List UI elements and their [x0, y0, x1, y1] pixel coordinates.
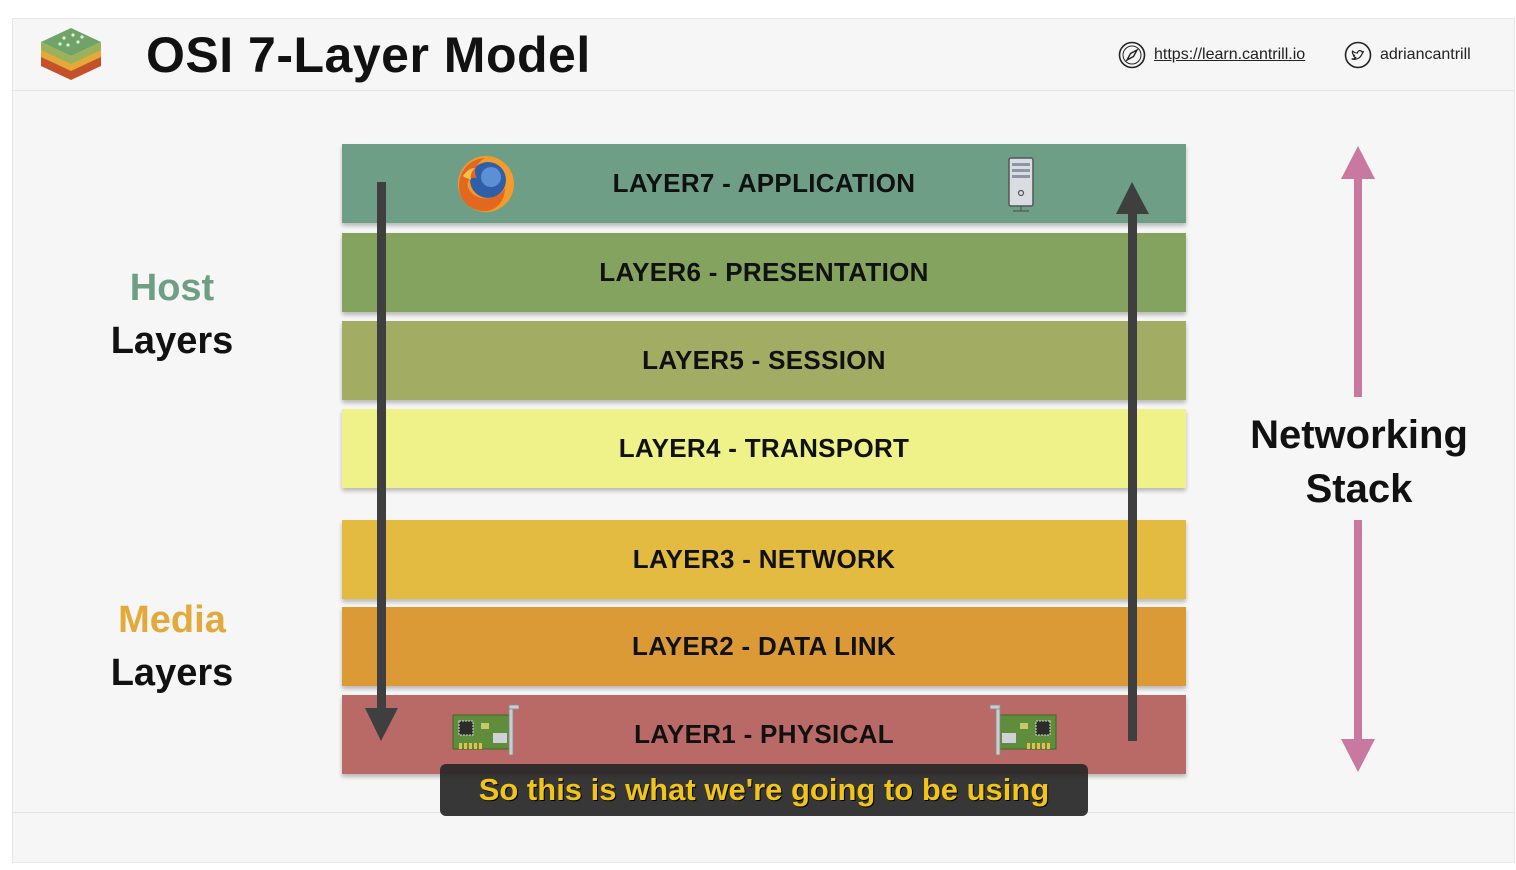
- video-caption: So this is what we're going to be using: [440, 764, 1088, 816]
- network-card-icon-right: [990, 704, 1057, 756]
- layer6-label: LAYER6 - PRESENTATION: [599, 257, 929, 287]
- slide-header: [12, 18, 1515, 91]
- layer7-label: LAYER7 - APPLICATION: [612, 168, 916, 198]
- host-label: Host: [129, 267, 215, 309]
- compass-icon: [1118, 41, 1146, 69]
- media-label: Media: [118, 599, 226, 641]
- layers-logo-icon: [41, 28, 101, 80]
- page-title: OSI 7-Layer Model: [146, 27, 591, 83]
- website-link[interactable]: https://learn.cantrill.io: [1118, 40, 1305, 70]
- host-layers-label: Host Layers: [72, 262, 272, 368]
- firefox-browser-icon: [458, 156, 514, 212]
- layer4-transport: LAYER4 - TRANSPORT: [342, 409, 1186, 488]
- layer5-label: LAYER5 - SESSION: [642, 345, 886, 375]
- twitter-handle[interactable]: adriancantrill: [1380, 46, 1471, 63]
- layer2-data-link: LAYER2 - DATA LINK: [342, 607, 1186, 686]
- twitter-bird-icon: [1344, 41, 1372, 69]
- layer2-label: LAYER2 - DATA LINK: [632, 631, 896, 661]
- layer6-presentation: LAYER6 - PRESENTATION: [342, 233, 1186, 312]
- server-icon: [1008, 157, 1034, 212]
- stack-text: Stack: [1305, 467, 1413, 511]
- media-layers-label: Media Layers: [72, 594, 272, 700]
- host-layers-text: Layers: [110, 320, 234, 362]
- networking-stack-label: Networking Stack: [1228, 408, 1490, 516]
- layer3-network: LAYER3 - NETWORK: [342, 520, 1186, 599]
- media-layers-text: Layers: [110, 652, 234, 694]
- networking-text: Networking: [1250, 413, 1468, 457]
- network-card-icon: [452, 704, 519, 756]
- layer1-label: LAYER1 - PHYSICAL: [634, 719, 894, 749]
- layer3-label: LAYER3 - NETWORK: [632, 544, 896, 574]
- website-url[interactable]: https://learn.cantrill.io: [1154, 46, 1306, 63]
- layer4-label: LAYER4 - TRANSPORT: [618, 433, 910, 463]
- layer5-session: LAYER5 - SESSION: [342, 321, 1186, 400]
- twitter-link[interactable]: adriancantrill: [1344, 40, 1471, 70]
